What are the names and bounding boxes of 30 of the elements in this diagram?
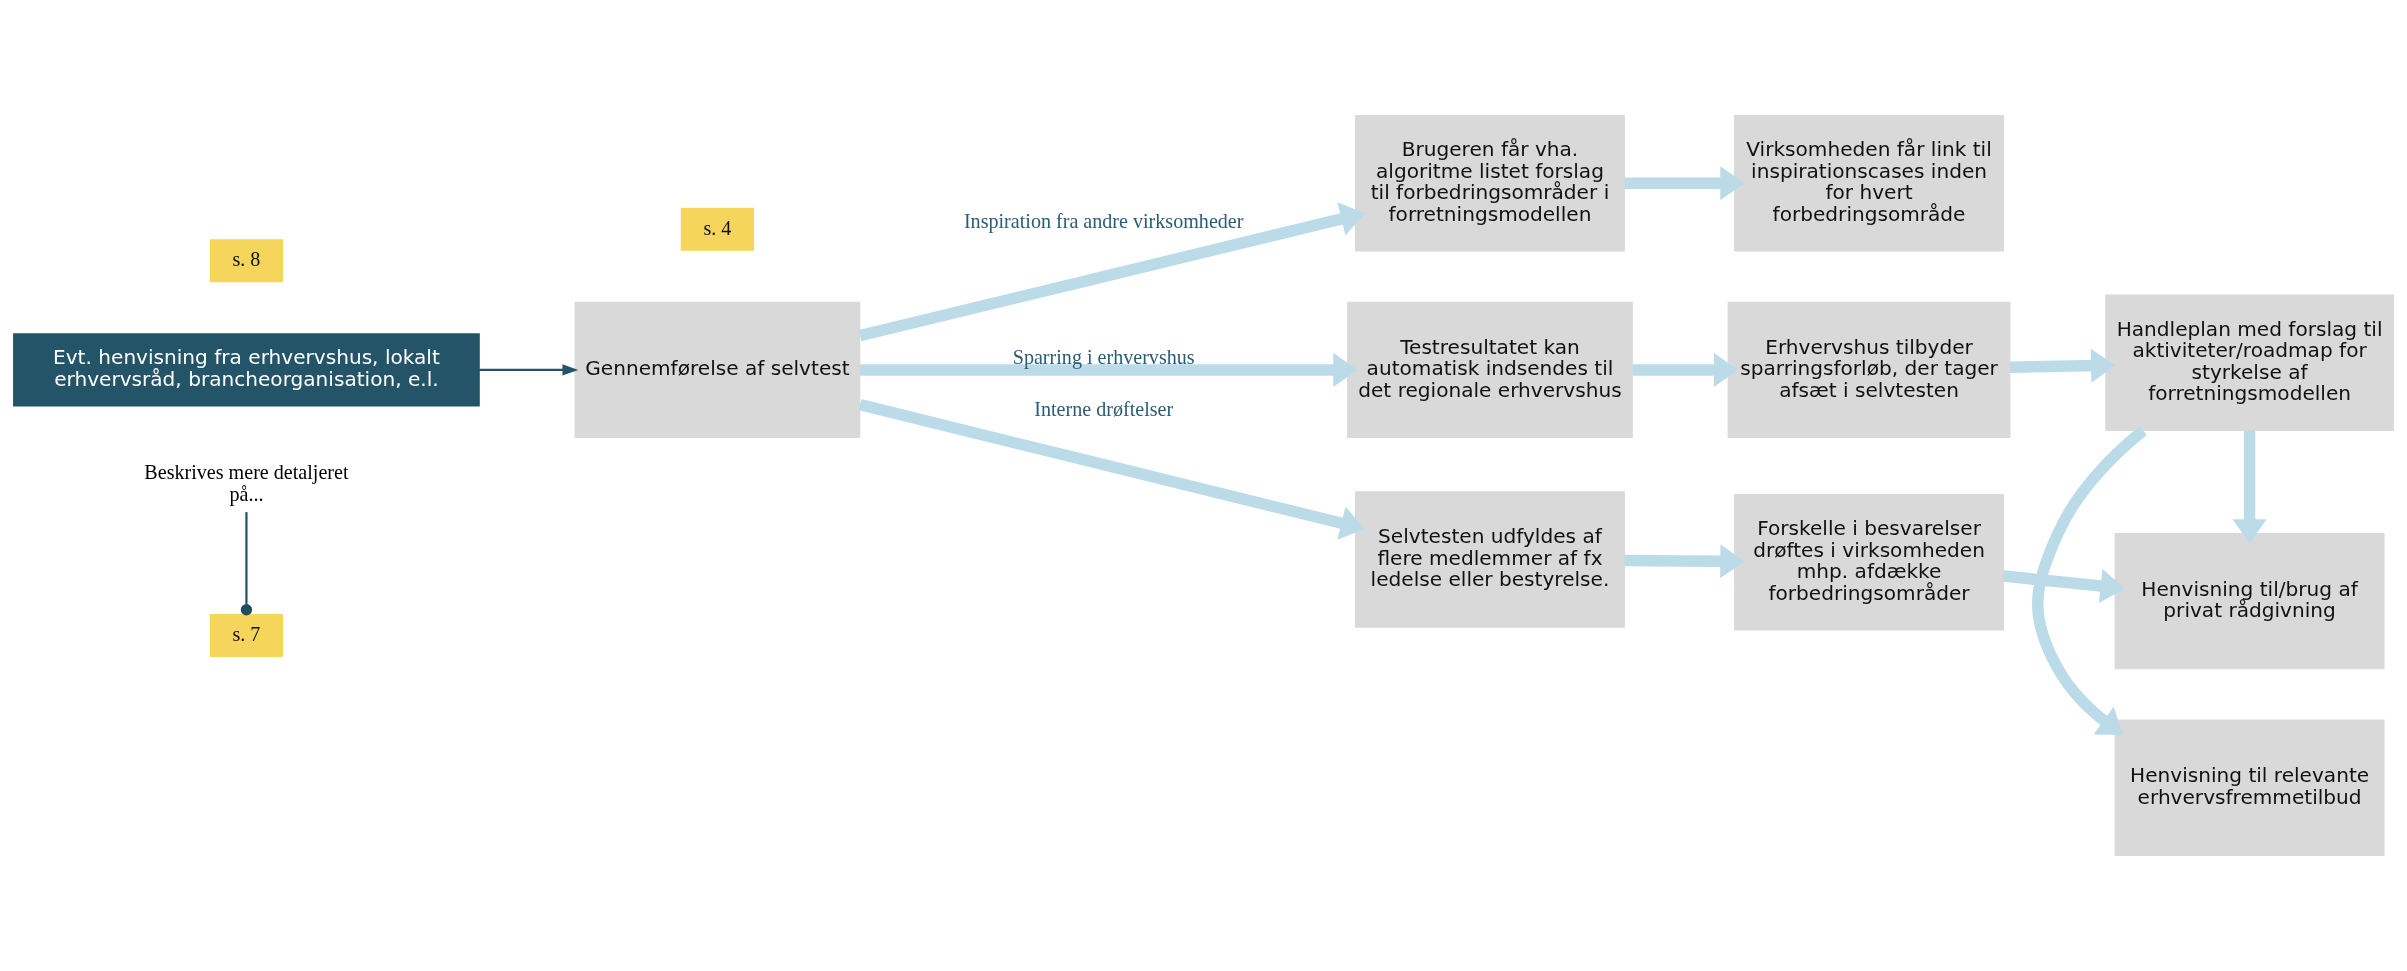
node-box: s. 7 — [209, 614, 284, 658]
arrow — [2032, 426, 2147, 736]
node-box: Erhvervshus tilbyder sparringsforløb, der tager afsæt i selvtesten — [1727, 301, 2011, 439]
arrow — [860, 352, 1358, 387]
node-box: Virksomheden får link til inspirationscases inden for hvert forbedringsområde — [1734, 115, 2005, 252]
node-text: Beskrives mere detaljeret på... — [144, 461, 349, 505]
arrow — [1632, 352, 1739, 387]
node-box: Handleplan med forslag til aktiviteter/roadmap for styrkelse af forretningsmodellen — [2105, 294, 2394, 431]
arrow — [1624, 166, 1745, 201]
connector — [240, 512, 253, 616]
edge-label: Inspiration fra andre virksomheder — [963, 210, 1244, 233]
node-box: Gennemførelse af selvtest — [574, 301, 861, 439]
edge-label: Sparring i erhvervshus — [1012, 346, 1195, 369]
arrow — [2003, 568, 2125, 603]
arrow — [2232, 430, 2267, 544]
node-box: Henvisning til relevante erhvervsfremmetilbud — [2114, 719, 2385, 856]
arrow — [858, 399, 1366, 540]
node-box: Henvisning til/brug af privat rådgivning — [2114, 532, 2385, 670]
node-box: s. 8 — [209, 239, 284, 283]
node-box: Forskelle i besvarelser drøftes i virksomheden mhp. afdække forbedringsområder — [1734, 494, 2005, 631]
arrow — [858, 202, 1366, 342]
node-box: Selvtesten udfyldes af flere medlemmer af fx ledelse eller bestyrelse. — [1355, 491, 1625, 628]
node-box: Testresultatet kan automatisk indsendes til det regionale erhvervshus — [1347, 301, 1633, 439]
arrow — [479, 364, 579, 376]
node-box: Brugeren får vha. algoritme listet forslag til forbedringsområder i forretningsmodellen — [1355, 115, 1625, 252]
arrow — [2009, 348, 2116, 383]
arrow — [1624, 544, 1745, 579]
edge-label: Interne drøftelser — [1034, 398, 1174, 421]
node-box: s. 4 — [680, 207, 755, 251]
node-box: Evt. henvisning fra erhvervshus, lokalt erhvervsråd, brancheorganisation, e.l. — [13, 333, 480, 407]
